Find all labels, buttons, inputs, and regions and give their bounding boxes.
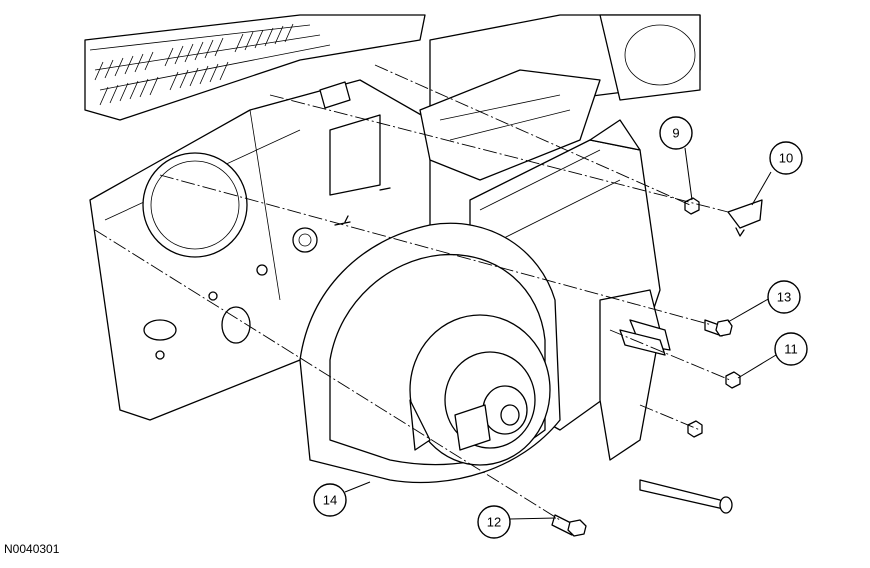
svg-text:14: 14 — [323, 493, 337, 508]
alignment-lines — [94, 64, 731, 521]
dash-panel — [89, 79, 431, 421]
svg-text:13: 13 — [777, 290, 791, 305]
callout-leaders — [344, 147, 777, 520]
nut-9-icon — [684, 197, 700, 215]
callout-11: 11 — [774, 332, 808, 366]
bolt-12-icon — [551, 514, 587, 537]
figure-id: N0040301 — [4, 542, 60, 556]
callout-13: 13 — [767, 280, 801, 314]
svg-text:10: 10 — [779, 151, 793, 166]
callout-10: 10 — [769, 141, 803, 175]
control-rod — [619, 329, 733, 514]
callout-12: 12 — [477, 505, 511, 539]
callout-14: 14 — [313, 483, 347, 517]
nut-11-icon — [725, 371, 741, 389]
callout-9: 9 — [659, 116, 693, 150]
plenum-housing — [419, 14, 701, 181]
svg-text:9: 9 — [672, 126, 679, 141]
svg-text:11: 11 — [784, 342, 798, 357]
bolt-13-icon — [704, 319, 733, 337]
blower-motor-assembly — [299, 222, 561, 484]
clip-10-icon — [727, 199, 763, 237]
svg-text:12: 12 — [487, 515, 501, 530]
cowl-vent-panel — [84, 14, 426, 121]
screw-icon — [687, 420, 703, 438]
